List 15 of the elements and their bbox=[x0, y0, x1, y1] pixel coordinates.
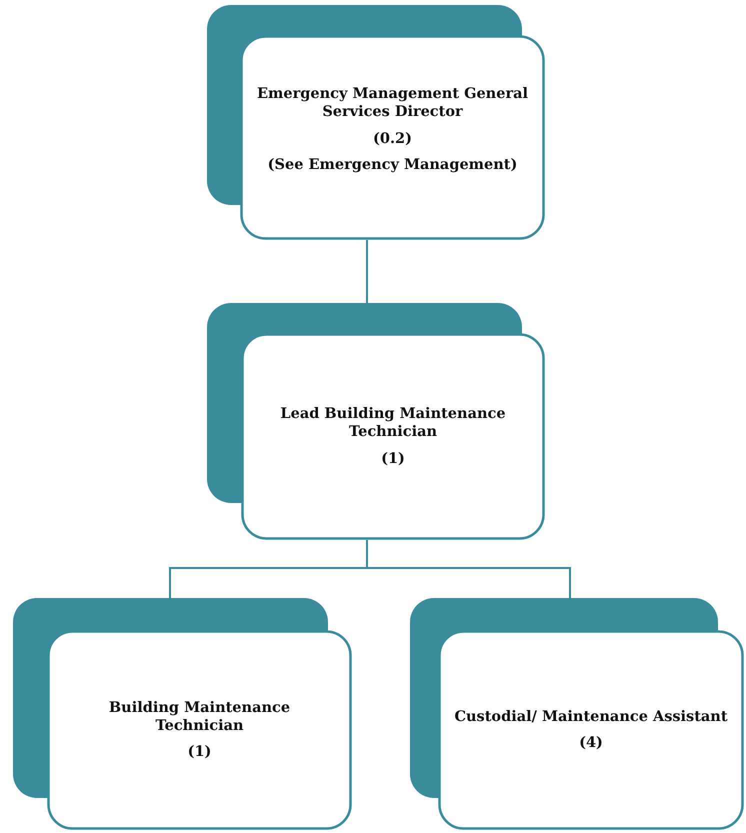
position-note: (1) bbox=[188, 743, 212, 762]
position-title: Building Maintenance Technician bbox=[108, 698, 292, 736]
position-note: (4) bbox=[579, 734, 603, 752]
position-card bbox=[13, 598, 352, 830]
position-title: Lead Building Maintenance Technician bbox=[279, 405, 507, 442]
position-card bbox=[207, 5, 545, 240]
position-note: (See Emergency Management) bbox=[268, 156, 518, 174]
position-note: (0.2) bbox=[373, 130, 412, 148]
position-card bbox=[207, 303, 545, 540]
connector-line bbox=[366, 540, 571, 598]
position-title: Emergency Management General Services Director bbox=[256, 85, 529, 122]
position-title: Custodial/ Maintenance Assistant bbox=[454, 708, 728, 726]
position-note: (1) bbox=[381, 450, 405, 468]
position-card bbox=[410, 598, 744, 830]
connector-line bbox=[366, 240, 368, 303]
